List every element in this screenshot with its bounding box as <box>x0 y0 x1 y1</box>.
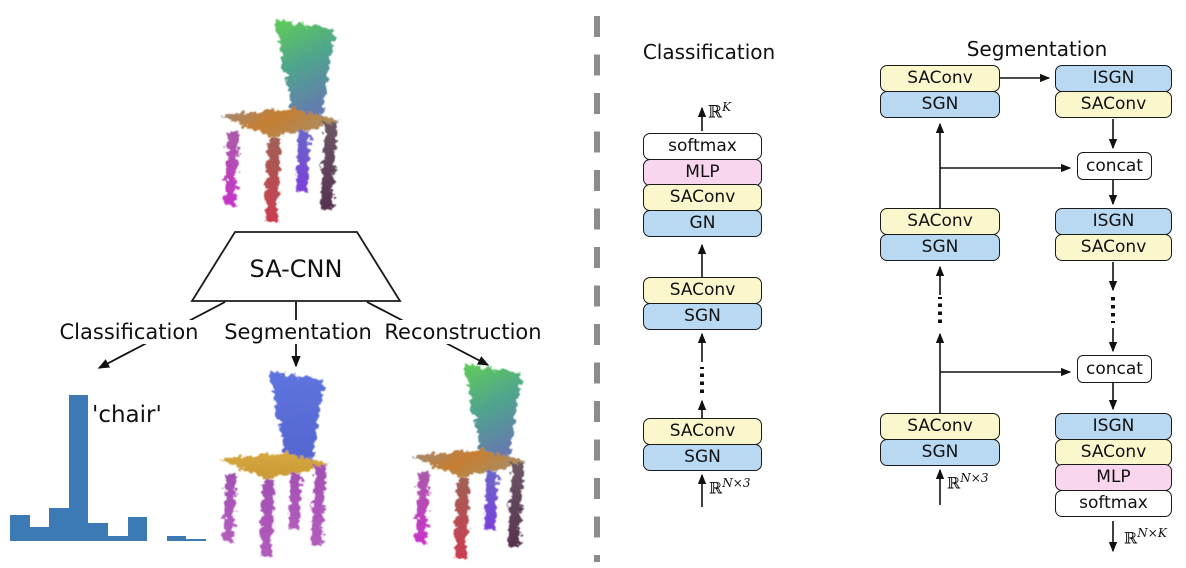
block-mlp: MLP <box>1055 464 1172 491</box>
seg-input-dim: ℝN×3 <box>947 471 989 492</box>
block-isgn: ISGN <box>1055 413 1172 440</box>
block-saconv: SAConv <box>880 413 1000 440</box>
block-gn: GN <box>643 209 762 237</box>
seg-output-base: ℝ <box>1124 528 1138 548</box>
block-saconv: SAConv <box>1055 233 1172 261</box>
cls-input-sup: N×3 <box>722 476 751 490</box>
seg-enc-pair1: SAConv SGN <box>880 65 1000 118</box>
sa-cnn-label: SA-CNN <box>249 255 343 283</box>
seg-dec-pair2: ISGN SAConv <box>1055 208 1172 261</box>
seg-dec-pair1: ISGN SAConv <box>1055 65 1172 118</box>
cls-output-dim: ℝK <box>708 100 731 123</box>
block-sgn: SGN <box>880 438 1000 466</box>
cls-mid-stack: SAConv SGN <box>643 277 762 330</box>
class-histogram-bars <box>10 389 206 541</box>
histogram-caption: 'chair' <box>92 402 162 428</box>
block-saconv: SAConv <box>643 418 762 445</box>
block-sgn: SGN <box>643 302 762 330</box>
cls-input-dim: ℝN×3 <box>709 476 751 497</box>
segmented-chair <box>219 371 330 558</box>
histogram-bar <box>49 508 69 541</box>
block-sgn: SGN <box>643 443 762 471</box>
histogram-bar <box>166 536 187 541</box>
cls-output-sup: K <box>722 100 732 114</box>
seg-output-stack: ISGN SAConv MLP softmax <box>1055 413 1172 517</box>
block-isgn: ISGN <box>1055 65 1172 92</box>
seg-input-base: ℝ <box>947 473 961 493</box>
histogram-bar <box>68 395 89 541</box>
block-softmax: softmax <box>1055 489 1172 517</box>
seg-output-sup: N×K <box>1137 526 1167 540</box>
block-mlp: MLP <box>643 158 762 186</box>
histogram-bar <box>108 536 128 541</box>
branch-label-reconstruction: Reconstruction <box>381 320 545 344</box>
seg-input-sup: N×3 <box>960 471 989 485</box>
concat-box-2: concat <box>1077 355 1152 383</box>
seg-enc-pair2: SAConv SGN <box>880 208 1000 261</box>
seg-output-dim: ℝN×K <box>1124 526 1167 547</box>
cls-output-base: ℝ <box>708 102 723 123</box>
histogram-bar <box>127 517 148 541</box>
block-saconv: SAConv <box>880 208 1000 235</box>
classification-title: Classification <box>642 40 776 64</box>
histogram-bar <box>88 523 108 541</box>
branch-label-segmentation: Segmentation <box>221 320 375 344</box>
segmentation-title: Segmentation <box>966 37 1108 61</box>
cls-input-stack: SAConv SGN <box>643 418 762 471</box>
point-cloud-chair-input <box>220 19 341 224</box>
block-saconv: SAConv <box>880 65 1000 92</box>
concat-box-1: concat <box>1077 152 1152 180</box>
block-softmax: softmax <box>643 133 762 160</box>
sa-cnn-trapezoid <box>190 231 402 302</box>
block-sgn: SGN <box>880 233 1000 261</box>
block-saconv: SAConv <box>1055 438 1172 466</box>
block-saconv: SAConv <box>1055 90 1172 118</box>
block-sgn: SGN <box>880 90 1000 118</box>
branch-label-classification: Classification <box>56 320 202 344</box>
block-saconv: SAConv <box>643 277 762 304</box>
histogram-bar <box>10 515 30 541</box>
cls-input-base: ℝ <box>709 478 723 498</box>
block-saconv: SAConv <box>643 184 762 211</box>
seg-enc-pair3: SAConv SGN <box>880 413 1000 466</box>
reconstructed-chair <box>411 364 528 560</box>
cls-head-stack: softmax MLP SAConv GN <box>643 133 762 237</box>
histogram-bar <box>186 539 206 541</box>
block-isgn: ISGN <box>1055 208 1172 235</box>
segmentation-arrows <box>935 73 1118 553</box>
histogram-bar <box>29 527 50 541</box>
